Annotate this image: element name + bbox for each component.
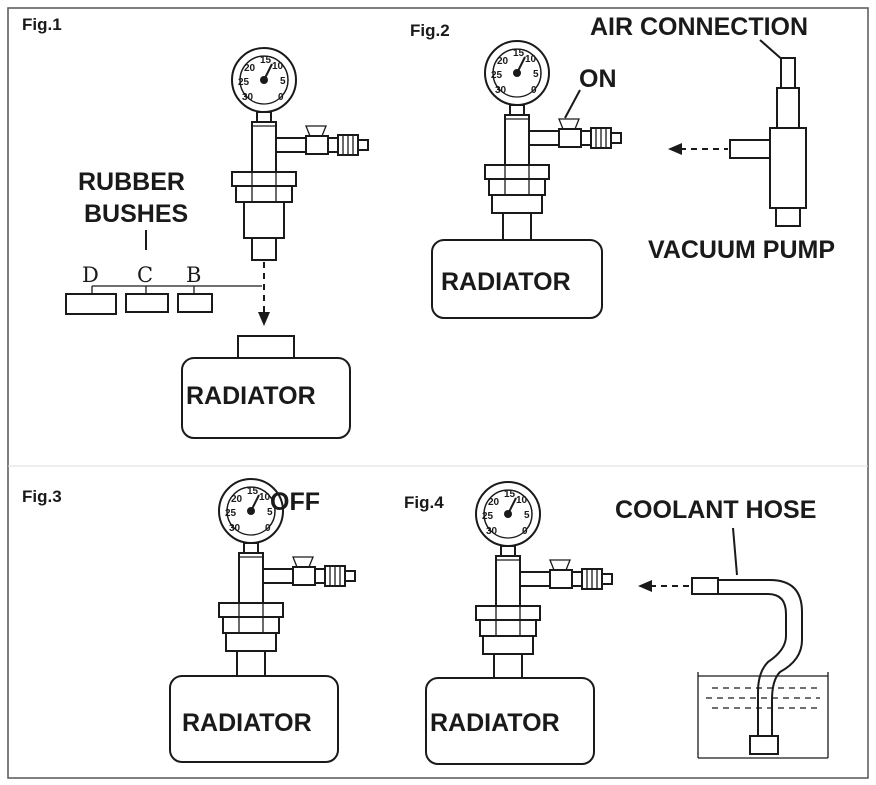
figure-3: Fig.3 RADIATOR OFF [22,478,356,763]
figure-4: Fig.4 RADIATOR COOLANT HOSE [404,481,829,765]
svg-text:RADIATOR: RADIATOR [430,709,560,737]
fig3-label: Fig.3 [22,487,62,506]
fig1-tester-body [231,121,369,203]
svg-text:RADIATOR: RADIATOR [441,268,571,296]
svg-text:RADIATOR: RADIATOR [182,709,312,737]
coolant-hose [691,577,803,755]
fig2-radiator [431,239,603,319]
bushes-label: BUSHES [84,200,188,228]
bush-b [177,293,213,313]
bush-b-label: B [186,263,201,287]
fig3-radiator [169,675,339,763]
fig2-label: Fig.2 [410,21,450,40]
figure-1: Fig.1 RUBBER BUSHES D C B RADIATOR [22,15,369,439]
fig3-tester-body [218,552,356,634]
air-connection-label: AIR CONNECTION [590,13,808,41]
rubber-label: RUBBER [78,168,185,196]
vacuum-pump-label: VACUUM PUMP [648,236,835,264]
fig4-label: Fig.4 [404,493,444,512]
fig4-tester-body [475,555,613,637]
on-label: ON [579,65,617,93]
figure-2: Fig.2 RADIATOR ON AIR CONNECTION VACUUM … [410,13,835,319]
fig4-pressure-gauge [475,481,541,557]
bush-c [125,293,169,313]
bush-d-label: D [82,263,99,287]
bush-d [65,293,117,315]
fig1-radiator [181,357,351,439]
fig1-pressure-gauge [231,47,297,123]
off-label: OFF [270,488,320,516]
coolant-container [697,672,829,759]
bush-c-label: C [137,263,153,287]
coolant-hose-label: COOLANT HOSE [615,496,816,524]
fig2-tester-body [484,114,622,196]
fig4-radiator [425,677,595,765]
outer-frame [7,7,869,779]
fig1-label: Fig.1 [22,15,62,34]
svg-text:RADIATOR: RADIATOR [186,382,316,410]
vacuum-pump [729,57,807,227]
fig2-pressure-gauge [484,40,550,116]
